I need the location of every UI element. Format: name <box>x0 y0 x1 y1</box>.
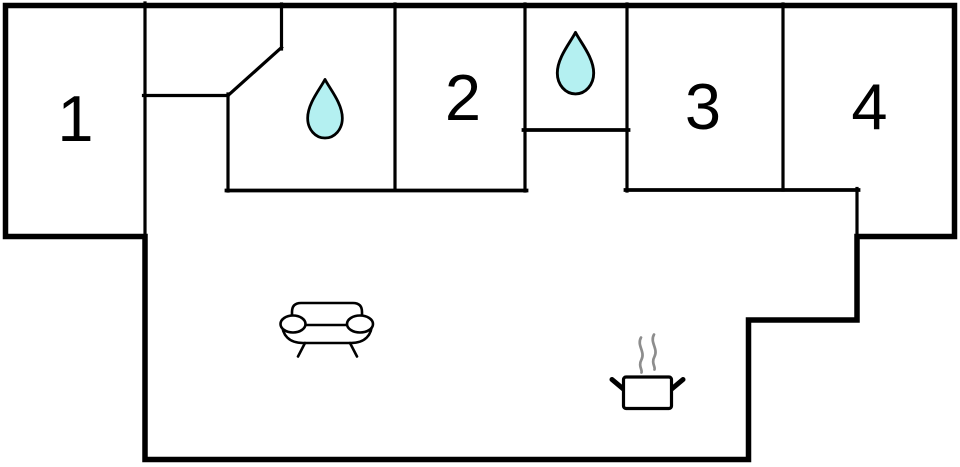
steam-icon <box>651 333 657 371</box>
water-drop-icon <box>306 78 344 140</box>
cooking-pot-icon <box>609 333 686 411</box>
steam-icon <box>638 336 644 374</box>
sofa-armrest-left <box>279 314 307 334</box>
sofa-seat <box>280 321 374 345</box>
room-1-label: 1 <box>57 82 93 155</box>
room-2-label: 2 <box>445 61 481 134</box>
room-4-label: 4 <box>851 70 887 143</box>
wall-hall-diagonal <box>225 45 284 98</box>
sofa-leg-left <box>296 341 307 358</box>
room-3-label: 3 <box>685 70 721 143</box>
sofa-icon <box>279 301 375 358</box>
sofa-armrest-right <box>345 314 375 334</box>
interior-walls <box>141 1 861 240</box>
sofa-back <box>290 301 364 328</box>
sofa-leg-right <box>348 341 359 358</box>
water-drop-icon <box>555 30 596 96</box>
pot-body <box>621 375 674 411</box>
